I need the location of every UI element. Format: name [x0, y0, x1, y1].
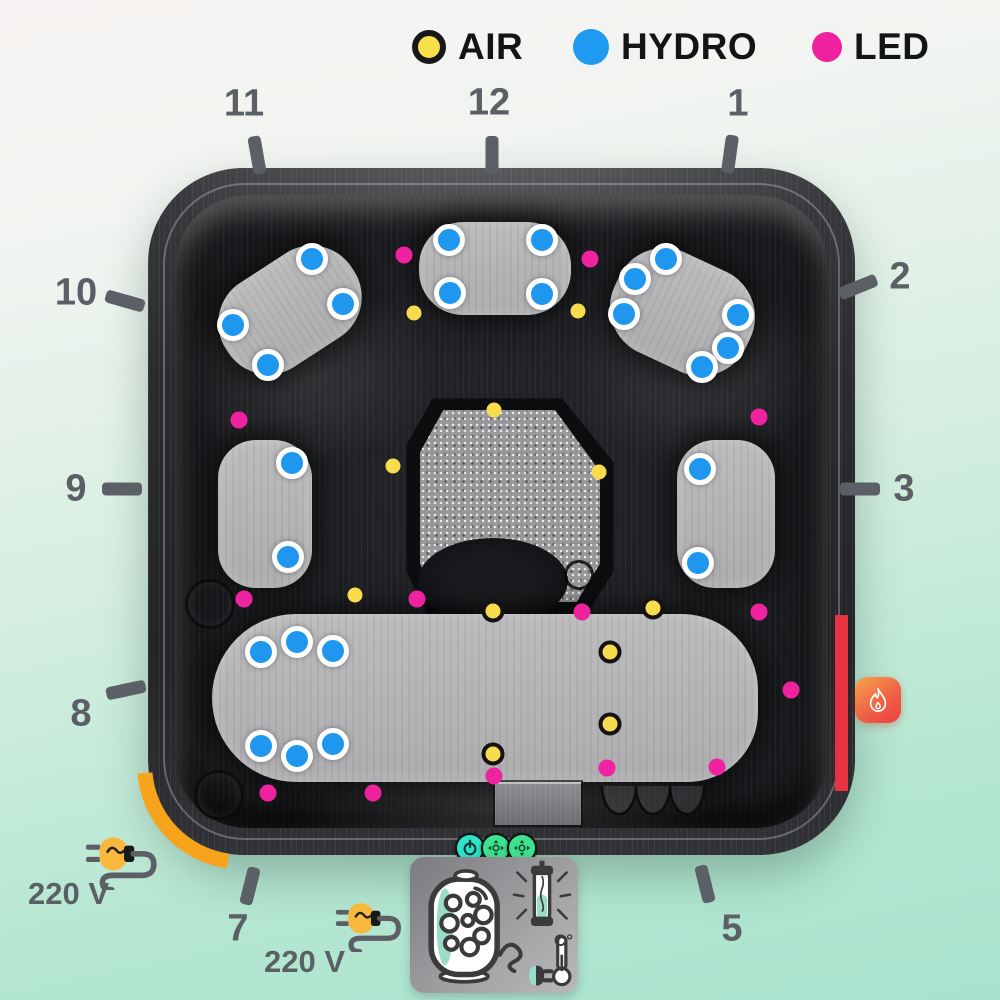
topside-control-box — [495, 782, 581, 825]
drain-cover — [564, 560, 594, 590]
clock-tick-5 — [694, 863, 716, 905]
corner-arc — [137, 772, 230, 869]
seat-12-oclock — [419, 222, 571, 315]
clock-number-8: 8 — [70, 692, 92, 735]
seat-3-oclock — [677, 440, 775, 588]
clock-number-12: 12 — [467, 81, 511, 124]
footwell-notch — [418, 538, 568, 624]
legend-label-hydro: HYDRO — [621, 26, 758, 67]
heater-bar — [835, 615, 848, 791]
air-dot-icon — [412, 30, 446, 64]
filter-cartridge-icon — [428, 869, 500, 984]
clock-number-7: 7 — [227, 907, 249, 950]
overflow-scallops — [600, 785, 706, 816]
hydro-dot-icon — [573, 29, 609, 65]
clock-number-1: 1 — [727, 82, 749, 125]
clock-number-10: 10 — [54, 271, 98, 314]
legend-item-led: LED — [812, 26, 930, 68]
voltage-label-bottom: 220 V — [264, 944, 346, 979]
uv-lamp-icon — [512, 860, 572, 926]
clock-tick-9 — [102, 482, 142, 496]
voltage-label-left: 220 V — [28, 876, 110, 911]
filter-lid-upper — [185, 579, 235, 629]
clock-tick-8 — [105, 679, 147, 701]
seat-9-oclock — [218, 440, 312, 588]
legend-label-air: AIR — [458, 26, 524, 67]
legend-item-air: AIR — [412, 26, 523, 68]
clock-number-11: 11 — [223, 82, 265, 125]
clock-tick-7 — [239, 865, 261, 907]
clock-number-2: 2 — [889, 255, 911, 298]
clock-tick-10 — [103, 289, 147, 313]
led-dot-icon — [812, 32, 842, 62]
equipment-panel: C° — [410, 857, 578, 993]
heater-flame-icon — [855, 677, 901, 723]
power-plug-icon — [86, 837, 157, 890]
power-plug-icon — [335, 903, 402, 952]
legend-label-led: LED — [854, 26, 930, 67]
clock-number-3: 3 — [893, 467, 915, 510]
plug-thermometer-icon — [498, 935, 572, 987]
clock-number-5: 5 — [721, 907, 743, 950]
legend-item-hydro: HYDRO — [573, 26, 757, 68]
temperature-unit-label: C° — [554, 931, 574, 950]
clock-number-9: 9 — [65, 467, 87, 510]
lounger-seat — [212, 614, 758, 782]
filter-lid-lower — [194, 770, 244, 820]
